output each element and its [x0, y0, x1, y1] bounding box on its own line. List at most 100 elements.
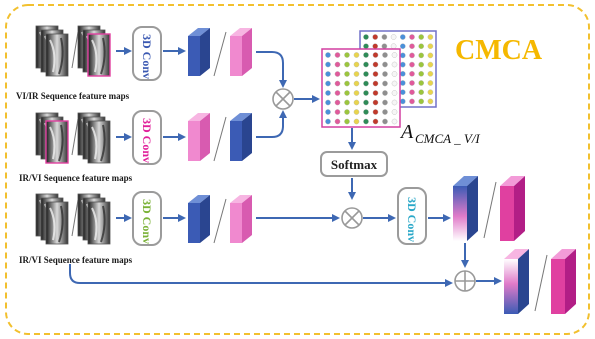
attention-dot — [391, 61, 398, 68]
attention-dot — [325, 99, 331, 106]
arrow — [256, 51, 287, 88]
feature-block-blue-1 — [188, 28, 210, 76]
stack-divider — [71, 31, 79, 69]
block-divider — [534, 254, 548, 312]
conv3d-box-final: 3D Conv — [397, 187, 427, 245]
attention-dot — [372, 90, 379, 96]
attention-map-label: A CMCA _ V/I — [399, 121, 480, 146]
attention-dot — [334, 61, 341, 68]
attention-dot — [399, 43, 406, 50]
block-divider — [213, 31, 227, 77]
attention-dot — [363, 90, 369, 96]
attention-dot — [409, 89, 415, 95]
attention-dot — [372, 61, 379, 68]
attention-dot — [344, 52, 350, 58]
feature-frame — [87, 120, 111, 164]
feature-stack-2b — [77, 112, 111, 164]
feature-block-magenta-2 — [551, 249, 576, 314]
attention-dot — [381, 34, 388, 40]
attention-dot — [427, 52, 434, 59]
feature-stack-3a — [35, 193, 69, 245]
attention-dot — [382, 109, 388, 115]
feature-block-gradient-1 — [453, 176, 478, 241]
attention-dot — [363, 99, 369, 106]
feature-stack-2a — [35, 112, 69, 164]
arrow — [256, 110, 287, 138]
attention-dot — [399, 80, 406, 86]
block-divider — [213, 116, 227, 162]
attention-dot — [382, 90, 388, 96]
feature-block-gradient-2 — [504, 249, 529, 314]
attention-dot — [353, 80, 360, 87]
attention-dot — [418, 34, 425, 40]
attention-dot — [409, 61, 415, 68]
attention-dot — [382, 99, 388, 106]
attention-dot — [418, 89, 425, 95]
attention-dot — [382, 61, 388, 68]
stack-divider — [71, 118, 79, 156]
block-divider — [213, 198, 227, 244]
attention-dot — [399, 98, 406, 105]
attention-dot — [382, 71, 388, 77]
attention-dot — [399, 61, 406, 68]
attention-map-front — [321, 48, 401, 128]
module-border — [5, 4, 590, 335]
attention-dot — [344, 71, 350, 77]
feature-frame — [45, 120, 69, 164]
attention-dot — [427, 89, 434, 95]
attention-dot — [344, 118, 350, 125]
residual-arrow — [69, 264, 453, 287]
feature-frame — [87, 33, 111, 77]
attention-dot — [334, 118, 341, 125]
attention-dots-front — [325, 52, 398, 125]
attention-dot — [372, 71, 379, 77]
add-operator — [454, 270, 476, 292]
attention-dot — [409, 71, 415, 77]
attention-dot — [353, 109, 360, 115]
attention-dot — [391, 99, 398, 106]
feature-block-pink-3 — [230, 195, 252, 243]
attention-dot — [372, 80, 379, 87]
module-title: CMCA — [455, 35, 543, 66]
attention-dot — [399, 71, 406, 77]
feature-block-blue-2 — [230, 113, 252, 161]
attention-dot — [353, 99, 360, 106]
attention-dot — [363, 109, 369, 115]
feature-block-pink-2 — [188, 113, 210, 161]
attention-dot — [353, 61, 360, 68]
feature-block-blue-3 — [188, 195, 210, 243]
attention-dot — [427, 80, 434, 86]
row-3-feature-maps — [35, 193, 111, 245]
attention-dot — [382, 52, 388, 58]
attention-dot — [372, 109, 379, 115]
attention-dot — [382, 118, 388, 125]
attention-dot — [334, 71, 341, 77]
conv3d-label-final: 3D Conv — [405, 197, 419, 242]
attention-dot — [344, 61, 350, 68]
conv3d-box-3: 3D Conv — [132, 191, 162, 246]
attention-dot — [363, 118, 369, 125]
stack-divider — [71, 199, 79, 237]
attention-map — [321, 30, 437, 128]
row-3-caption: IR/VI Sequence feature maps — [19, 255, 133, 265]
attention-dot — [363, 61, 369, 68]
softmax-label: Softmax — [331, 157, 378, 172]
attention-dot — [391, 109, 398, 115]
feature-frame — [87, 201, 111, 245]
attention-dot — [372, 43, 379, 50]
attention-dot — [390, 43, 397, 50]
multiply-operator-1 — [272, 88, 294, 110]
attention-dot — [427, 98, 434, 105]
feature-stack-3b — [77, 193, 111, 245]
attention-dot — [353, 52, 360, 58]
attention-dot — [325, 71, 331, 77]
row-2-feature-maps — [35, 112, 111, 164]
attention-dot — [391, 90, 398, 96]
attention-dot — [418, 61, 425, 68]
conv3d-label-3: 3D Conv — [140, 199, 154, 244]
conv3d-label-1: 3D Conv — [140, 34, 154, 79]
attention-dot — [381, 43, 388, 50]
attention-dot — [344, 99, 350, 106]
attention-dot — [409, 34, 415, 40]
